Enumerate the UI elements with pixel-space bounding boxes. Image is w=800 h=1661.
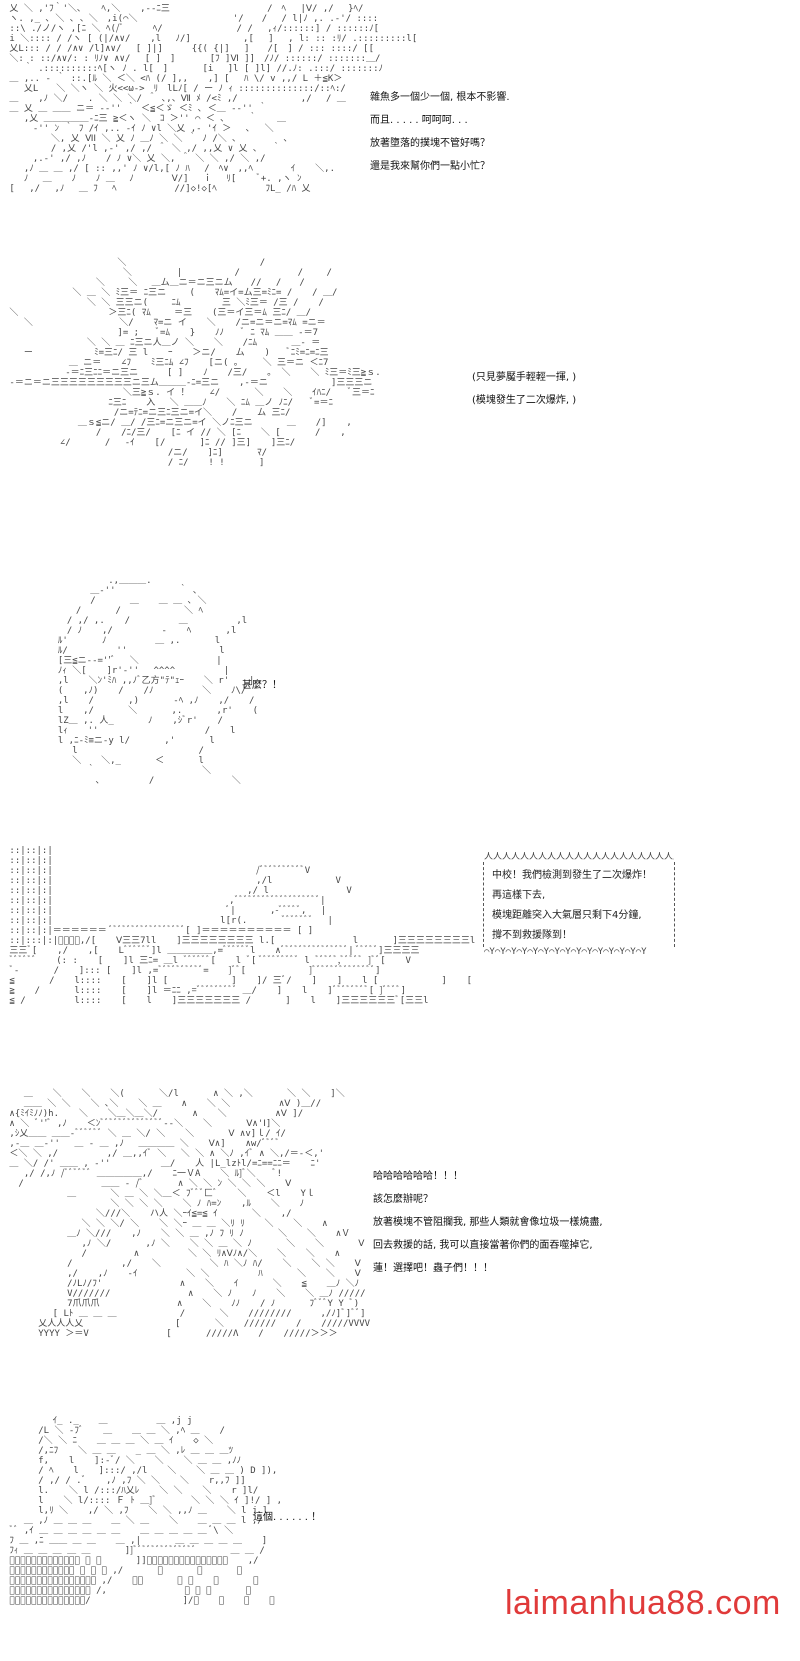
dialog-line: 中校！我們檢測到發生了二次爆炸！ bbox=[492, 870, 652, 881]
dialog-panel-1: 雜魚多一個少一個, 根本不影響. 而且. . . . . 呵呵呵. . . 放著… bbox=[370, 86, 510, 178]
dialog-line: 放著墮落的撲塊不管好嗎？ bbox=[370, 138, 490, 149]
dialog-line: 該怎麼辦呢？ bbox=[373, 1194, 433, 1205]
ascii-art-explosion-figure: 乂 ＼ ,'ﾌ｀'＼､ ﾍ,＼ ,-‐ﾆ三 / ﾍ |Ⅴ/ ,/ }ﾍ/ ヽ. … bbox=[9, 4, 418, 194]
dialog-panel-2: (只見夢魘手輕輕一揮, ) (模塊發生了二次爆炸, ) bbox=[472, 366, 576, 412]
ascii-art-space-station: ::|::|:| ::|::|:| ::|::|:| /ﾞﾞﾞﾞﾞﾞﾞﾞﾞﾞV … bbox=[9, 846, 476, 1006]
panel-3: .,＿＿＿. ＿-'' ｀ ､ / ＿ ＿ ＿ ､ ＼ / / ＼ ﾍ / ,/… bbox=[0, 570, 800, 820]
panel-4: ::|::|:| ::|::|:| ::|::|:| /ﾞﾞﾞﾞﾞﾞﾞﾞﾞﾞV … bbox=[0, 840, 800, 1060]
dialog-line: 這個. . . . . . ！ bbox=[253, 1512, 322, 1523]
dialog-line: (模塊發生了二次爆炸, ) bbox=[472, 395, 577, 406]
dialog-line: 還是我來幫你們一點小忙？ bbox=[370, 161, 490, 172]
dialog-line: 哈哈哈哈哈哈！！！ bbox=[373, 1171, 463, 1182]
dialog-panel-6: 這個. . . . . . ！ bbox=[253, 1506, 321, 1529]
bubble-bottom-edge: ⌒Y⌒Y⌒Y⌒Y⌒Y⌒Y⌒Y⌒Y⌒Y⌒Y⌒Y⌒Y⌒Y⌒Y⌒Y bbox=[484, 947, 647, 957]
ascii-art-character-face: .,＿＿＿. ＿-'' ｀ ､ / ＿ ＿ ＿ ､ ＼ / / ＼ ﾍ / ,/… bbox=[57, 576, 259, 786]
watermark: laimanhua88.com bbox=[505, 1584, 781, 1622]
panel-6: ｲ_ ._ ＿ ＿ ,j j /L ＼ -ﾌﾞ ＿ ＿ ＿ ＼ ,ﾍ ＿ / /… bbox=[0, 1410, 800, 1660]
dialog-line: 放著模塊不管阻攔我, 那些人類就會像垃圾一樣燒盡, bbox=[373, 1217, 603, 1228]
panel-5: ＿ ＼ ＼ ＼( ＼/l ∧ ＼ ,＼ ＼ ＼ ]＼ ＿＿ ＼ ＼ ＼ ､＼ ＼… bbox=[0, 1085, 800, 1405]
ascii-art-explosion-burst: ＼ / ＼ | / / / ＼ ＼ ＿ム＿ニ＝ニ三ニム // / / ＼ ＿ ＼… bbox=[9, 258, 381, 468]
dialog-line: 甚麼？！ bbox=[242, 680, 282, 691]
ascii-art-character-closeup: ｲ_ ._ ＿ ＿ ,j j /L ＼ -ﾌﾞ ＿ ＿ ＿ ＼ ,ﾍ ＿ / /… bbox=[4, 1416, 283, 1606]
dialog-line: 撐不到救援隊到！ bbox=[492, 930, 572, 941]
panel-1: 乂 ＼ ,'ﾌ｀'＼､ ﾍ,＼ ,-‐ﾆ三 / ﾍ |Ⅴ/ ,/ }ﾍ/ ヽ. … bbox=[0, 0, 800, 240]
dialog-panel-3: 甚麼？！ bbox=[242, 674, 282, 697]
dialog-line: 蓮！選擇吧！蟲子們！！！ bbox=[373, 1263, 493, 1274]
dialog-line: 回去救援的話, 我可以直接當著你們的面吞噬掉它, bbox=[373, 1240, 593, 1251]
dialog-line: 模塊距離突入大氣層只剩下4分鐘, bbox=[492, 910, 642, 921]
bubble-top-edge: 人人人人人人人人人人人人人人人人人人人人人人人人人 bbox=[484, 852, 674, 862]
dialog-line: 雜魚多一個少一個, 根本不影響. bbox=[370, 92, 510, 103]
dialog-line: 而且. . . . . 呵呵呵. . . bbox=[370, 115, 468, 126]
ascii-art-monster-figure: ＿ ＼ ＼ ＼( ＼/l ∧ ＼ ,＼ ＼ ＼ ]＼ ＿＿ ＼ ＼ ＼ ､＼ ＼… bbox=[9, 1089, 371, 1339]
dialog-panel-4: 中校！我們檢測到發生了二次爆炸！ 再這樣下去, 模塊距離突入大氣層只剩下4分鐘,… bbox=[492, 866, 652, 946]
panel-2: ＼ / ＼ | / / / ＼ ＼ ＿ム＿ニ＝ニ三ニム // / / ＼ ＿ ＼… bbox=[0, 250, 800, 555]
dialog-line: (只見夢魘手輕輕一揮, ) bbox=[472, 372, 577, 383]
dialog-line: 再這樣下去, bbox=[492, 890, 546, 901]
dialog-panel-5: 哈哈哈哈哈哈！！！ 該怎麼辦呢？ 放著模塊不管阻攔我, 那些人類就會像垃圾一樣燒… bbox=[373, 1165, 603, 1280]
speech-bubble: 人人人人人人人人人人人人人人人人人人人人人人人人人 中校！我們檢測到發生了二次爆… bbox=[483, 852, 675, 957]
